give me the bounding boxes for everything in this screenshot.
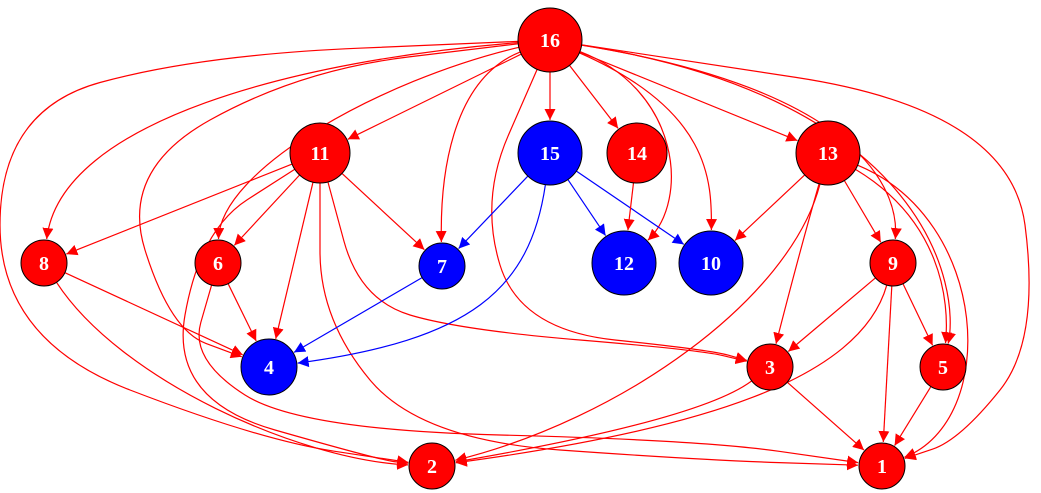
node-circle-2 [408,442,456,490]
edge-16-to-6 [213,46,520,240]
edge-11-to-3 [327,181,747,365]
edge-13-to-2 [455,183,821,464]
edge-11-to-1 [319,182,859,471]
edge-7-to-4 [293,277,423,353]
node-8: 8 [20,239,68,287]
edge-13-to-1 [857,164,969,459]
node-7: 7 [418,242,466,290]
node-label-6: 6 [213,253,223,275]
node-circle-10 [678,230,744,296]
edge-3-to-1 [786,381,865,451]
node-label-13: 13 [818,143,838,165]
node-4: 4 [240,338,298,396]
edge-8-to-2 [55,281,409,470]
edge-16-to-13 [579,51,798,142]
node-label-12: 12 [614,253,634,275]
edge-15-to-7 [458,175,529,250]
edge-16-to-11 [347,53,522,140]
node-label-5: 5 [938,357,948,379]
node-circle-5 [919,343,967,391]
edge-13-to-5 [855,168,953,344]
node-label-3: 3 [765,357,775,379]
node-circle-7 [418,242,466,290]
node-9: 9 [869,239,917,287]
node-label-8: 8 [39,253,49,275]
edge-9-to-2 [455,284,888,467]
node-6: 6 [194,239,242,287]
edge-6-to-4 [227,283,257,342]
edge-5-to-1 [894,386,932,446]
edge-16-to-1 [581,44,1030,461]
node-15: 15 [517,120,583,186]
node-12: 12 [591,230,657,296]
edge-11-to-8 [66,163,293,256]
edge-9-to-1 [878,285,893,443]
node-label-10: 10 [701,253,721,275]
node-label-2: 2 [427,456,437,478]
node-14: 14 [606,122,668,184]
node-13: 13 [795,120,861,186]
edge-3-to-2 [455,380,753,466]
node-label-4: 4 [264,357,274,379]
edge-8-to-4 [64,272,243,356]
node-circle-16 [517,7,583,73]
node-label-7: 7 [437,256,447,278]
edge-15-to-12 [567,179,607,236]
node-label-11: 11 [311,143,330,165]
edge-13-to-9 [843,180,882,243]
edge-16-to-5 [581,44,956,344]
edge-16-to-2 [0,40,519,467]
node-circle-9 [869,239,917,287]
edge-16-to-10 [579,52,718,231]
node-label-16: 16 [540,30,560,52]
node-10: 10 [678,230,744,296]
node-circle-14 [606,122,668,184]
node-circle-13 [795,120,861,186]
node-circle-11 [289,122,351,184]
node-3: 3 [746,343,794,391]
edge-6-to-1 [198,284,859,467]
node-label-14: 14 [627,143,647,165]
edge-16-to-4 [138,43,519,359]
node-11: 11 [289,122,351,184]
node-label-1: 1 [877,456,887,478]
edge-13-to-10 [734,174,806,241]
node-label-9: 9 [888,253,898,275]
edge-16-to-8 [42,42,519,240]
node-label-15: 15 [540,143,560,165]
node-circle-4 [240,338,298,396]
node-circle-6 [194,239,242,287]
edge-11-to-4 [272,182,314,339]
node-circle-15 [517,120,583,186]
node-circle-12 [591,230,657,296]
node-1: 1 [858,442,906,490]
edge-16-to-3 [491,69,748,363]
edge-14-to-12 [623,182,635,231]
edge-11-to-2 [182,168,409,468]
edge-16-to-14 [569,65,619,129]
node-2: 2 [408,442,456,490]
node-layer: 16 11 15 14 13 8 6 7 12 10 9 4 3 5 2 1 [20,7,967,490]
edge-16-to-7 [435,51,521,243]
edge-11-to-7 [341,172,425,251]
edge-layer [0,40,1030,471]
node-circle-8 [20,239,68,287]
edge-9-to-5 [902,283,934,346]
edge-9-to-3 [787,277,876,352]
edge-15-to-4 [297,184,546,368]
edge-11-to-6 [233,174,301,246]
node-16: 16 [517,7,583,73]
node-circle-3 [746,343,794,391]
node-circle-1 [858,442,906,490]
node-5: 5 [919,343,967,391]
